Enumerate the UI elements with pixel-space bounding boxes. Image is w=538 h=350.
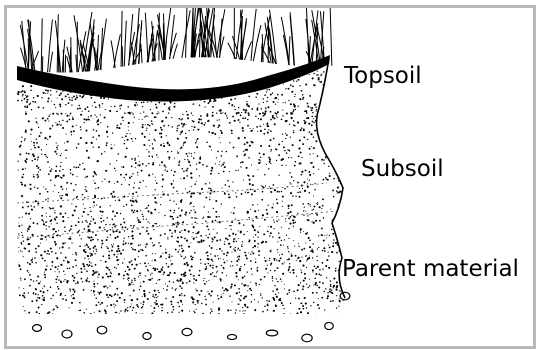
horizon-boundary-upper — [17, 183, 327, 203]
horizon-boundary-lower — [17, 211, 337, 238]
topsoil-label: Topsoil — [344, 65, 422, 88]
parent-material-label: Parent material — [342, 258, 519, 281]
soil-profile-diagram: Topsoil Subsoil Parent material — [4, 5, 536, 349]
soil-profile-illustration — [7, 8, 533, 346]
grass-blades — [20, 8, 332, 73]
parent-material-pebbles — [33, 292, 350, 342]
soil-profile-outline — [317, 58, 345, 298]
subsoil-label: Subsoil — [361, 158, 444, 181]
